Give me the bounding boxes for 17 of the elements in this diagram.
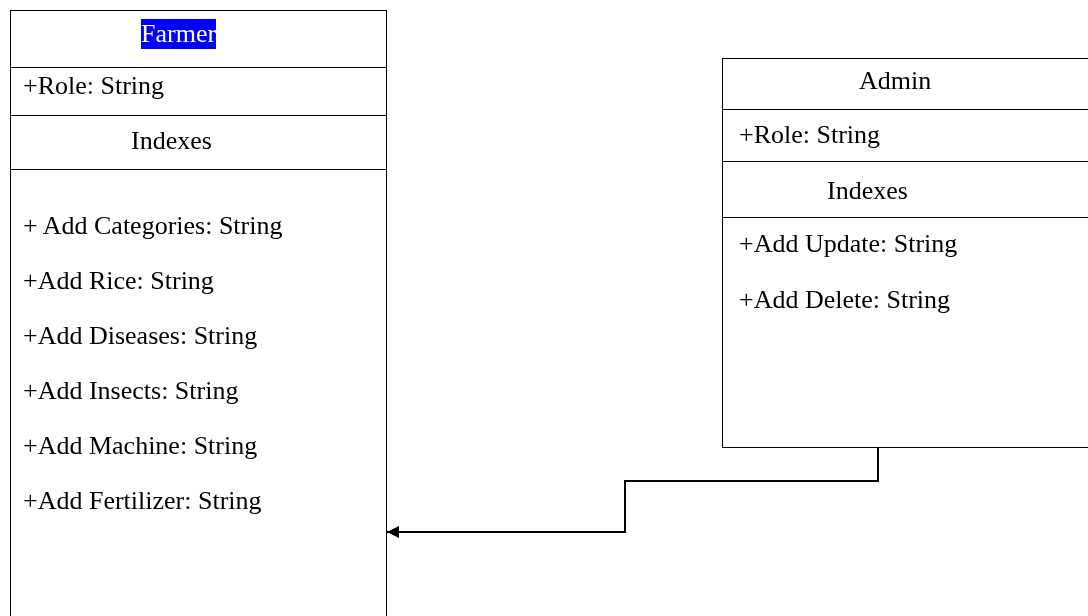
class-box — [722, 58, 1088, 448]
class-box — [10, 10, 387, 616]
attribute-text: +Role: String — [739, 120, 881, 150]
section-heading: Indexes — [131, 126, 212, 156]
method-text: +Add Rice: String — [23, 266, 214, 296]
class-name: Farmer — [141, 19, 217, 49]
arrow — [386, 447, 879, 538]
method-text: +Add Delete: String — [739, 285, 951, 315]
method-text: + Add Categories: String — [23, 211, 283, 241]
method-text: +Add Insects: String — [23, 376, 239, 406]
method-text: +Add Update: String — [739, 229, 958, 259]
method-text: +Add Fertilizer: String — [23, 486, 262, 516]
section-heading: Indexes — [827, 176, 908, 206]
class-name: Admin — [859, 66, 932, 96]
method-text: +Add Machine: String — [23, 431, 258, 461]
method-text: +Add Diseases: String — [23, 321, 258, 351]
attribute-text: +Role: String — [23, 71, 165, 101]
